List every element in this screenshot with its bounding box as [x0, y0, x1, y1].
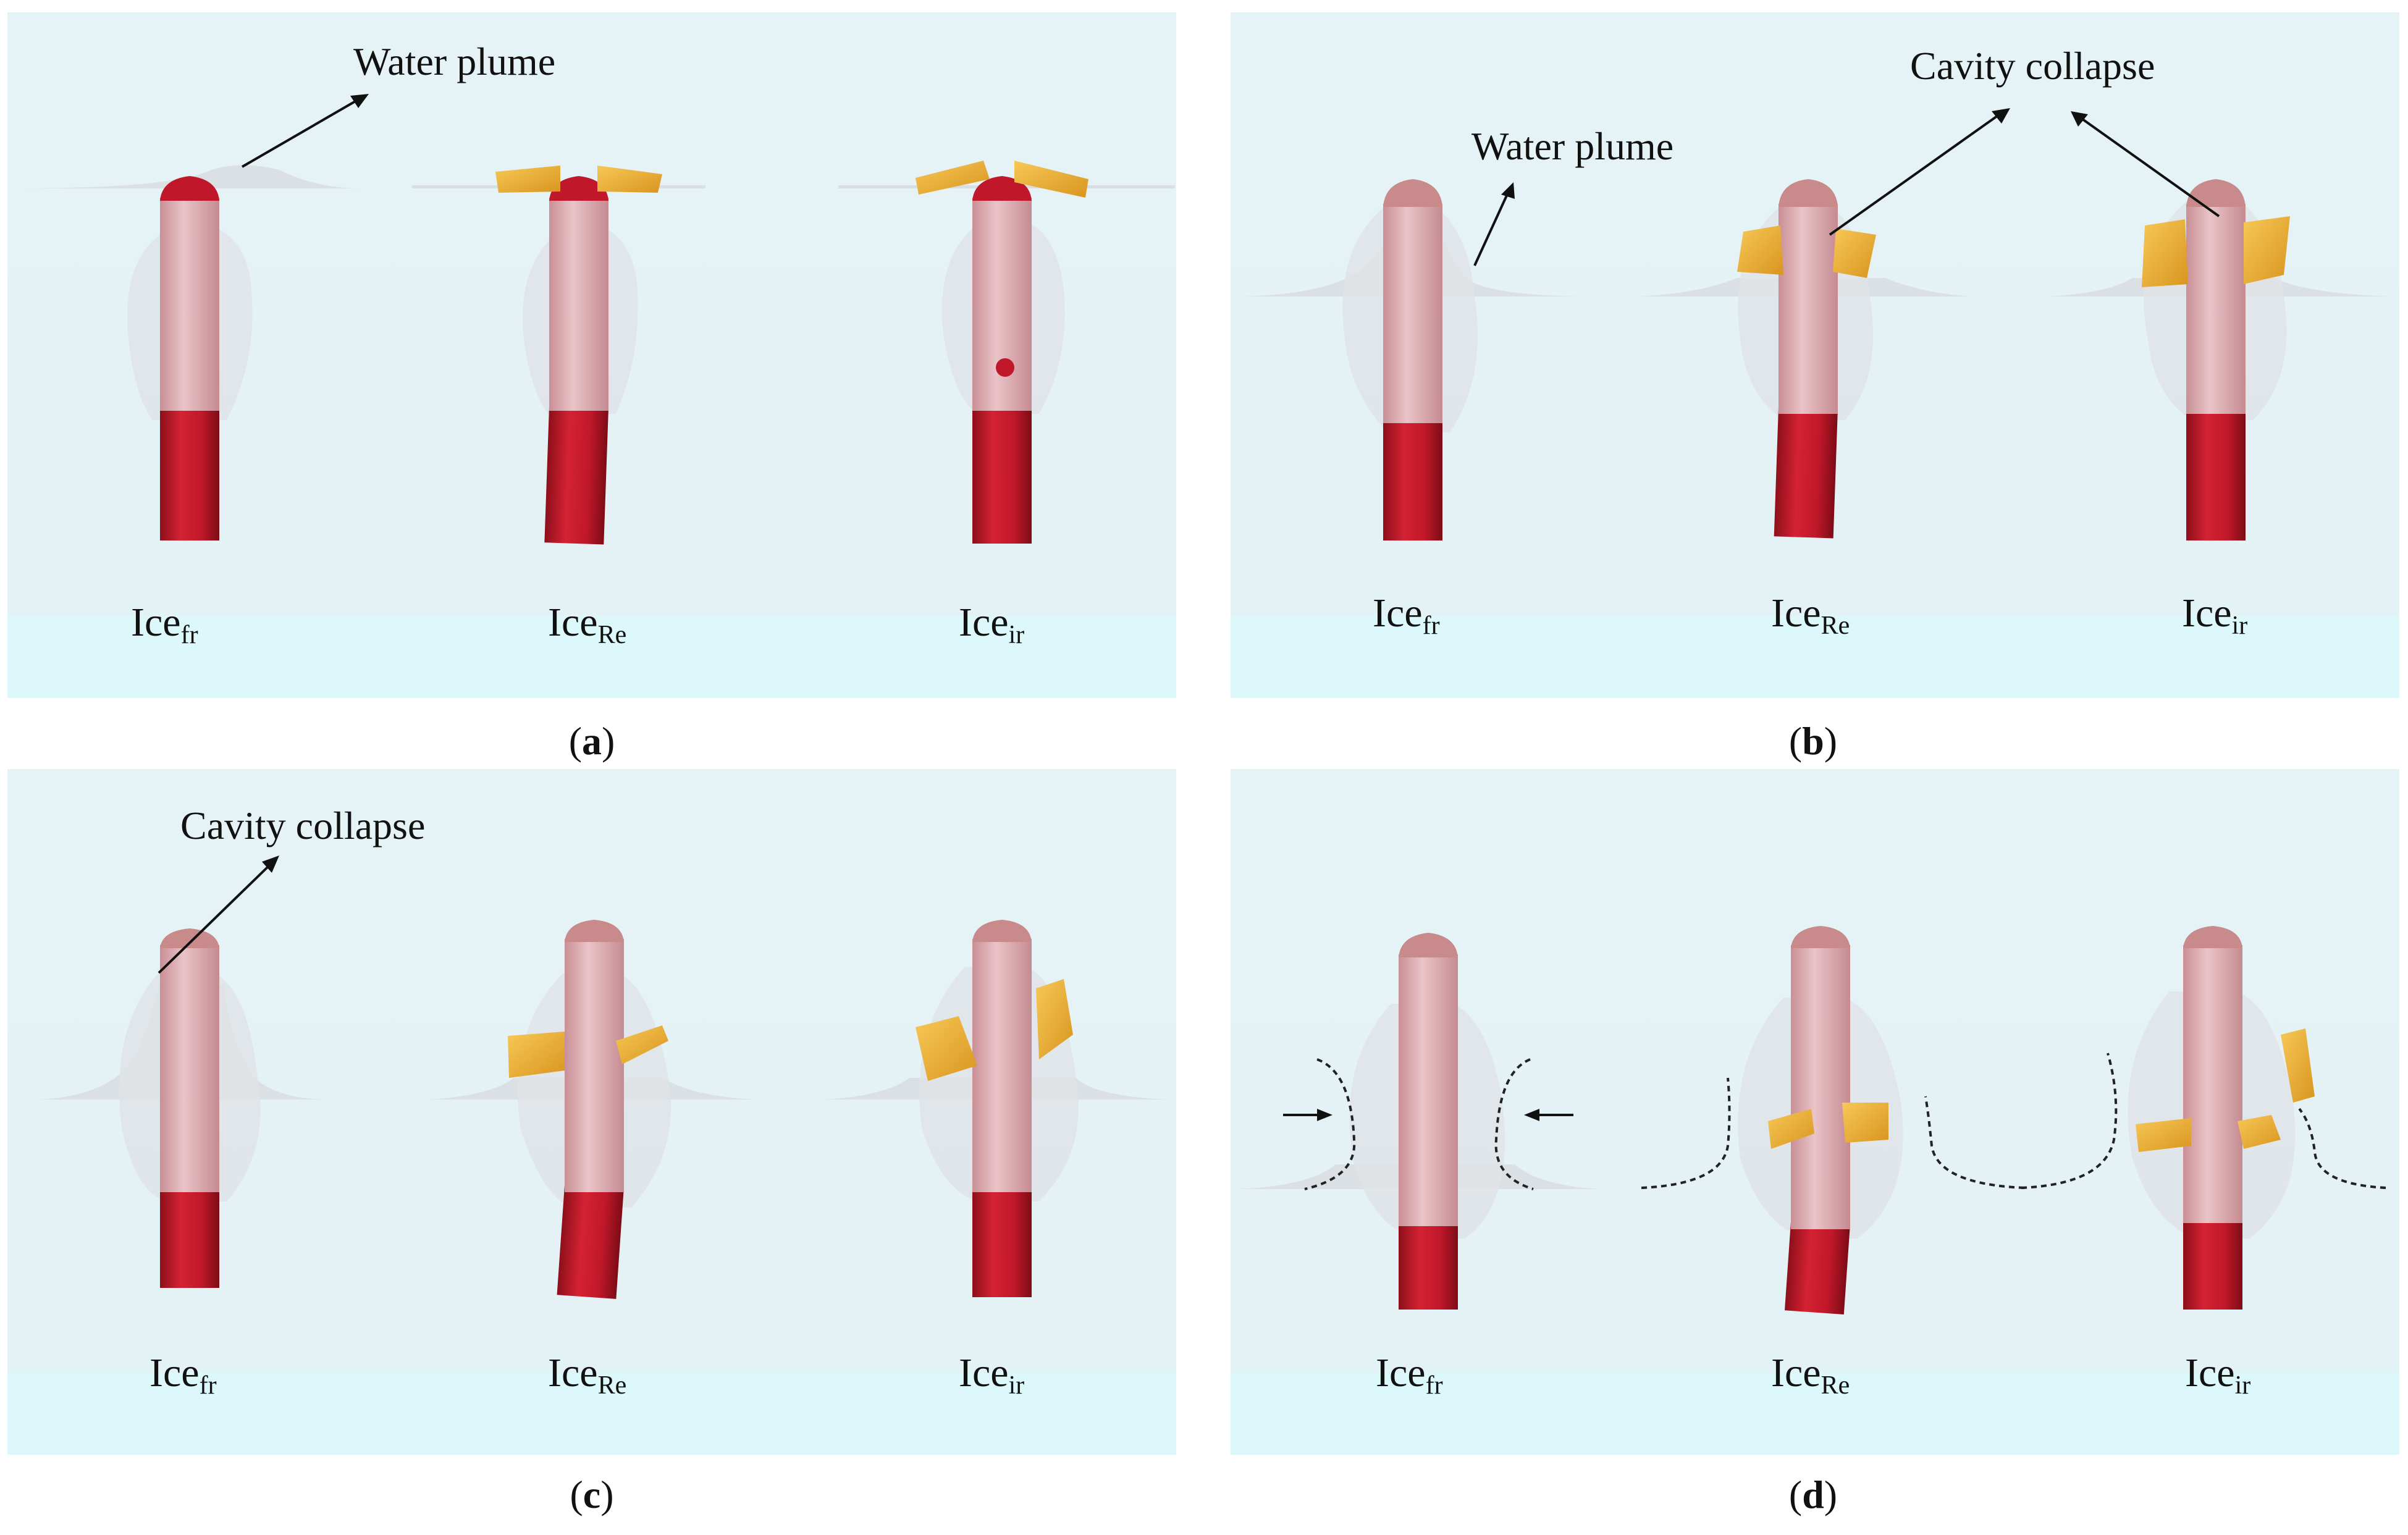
ice-fragment: [2281, 1028, 2315, 1103]
panel-tag-a: (a): [568, 719, 615, 763]
annotation-cavity-collapse: Cavity collapse: [1910, 44, 2155, 88]
projectile: [495, 166, 662, 545]
sample-label: Iceir: [2185, 1350, 2251, 1400]
projectile: [916, 920, 1079, 1297]
panel-tag-c: (c): [570, 1473, 614, 1516]
projectile: [916, 161, 1088, 544]
projectile: [2142, 179, 2290, 540]
annotation-arrow: [1829, 113, 2001, 236]
ice-fragment: [616, 1025, 668, 1064]
ice-fragment: [1036, 979, 1073, 1059]
projectile: [2021, 926, 2386, 1310]
water-surface: [14, 165, 360, 188]
annotation-water-plume: Water plume: [1471, 124, 1674, 168]
projectile: [119, 928, 261, 1288]
boundary-curve: [1924, 1096, 2025, 1189]
sample-label: IceRe: [1771, 591, 1850, 641]
annotation-arrow: [158, 864, 271, 974]
annotation-cavity-collapse: Cavity collapse: [180, 804, 426, 847]
panel-c-scene: [38, 856, 1169, 1299]
sample-label: Iceir: [959, 600, 1025, 650]
projectile: [1737, 179, 1876, 539]
ice-fragment: [508, 1032, 565, 1078]
annotation-arrowhead: [1501, 182, 1515, 199]
sample-label: Iceir: [2182, 591, 2248, 641]
annotation-arrow: [1473, 191, 1510, 266]
sample-label: Icefr: [149, 1350, 217, 1400]
panel-tag-d: (d): [1788, 1473, 1838, 1516]
panel-a: Water plume Icefr IceRe Iceir: [7, 12, 1176, 698]
annotation-arrowhead: [350, 94, 369, 108]
annotation-arrowhead: [1992, 108, 2010, 124]
annotation-water-plume: Water plume: [353, 40, 556, 83]
ice-fragment: [2244, 216, 2290, 284]
ice-fragment: [1842, 1103, 1888, 1143]
annotation-arrowhead: [2071, 111, 2088, 127]
sample-label: Icefr: [131, 600, 198, 650]
arrow-left-head: [1317, 1109, 1332, 1121]
boundary-curve: [2021, 1053, 2118, 1189]
ice-fragment: [1737, 225, 1783, 275]
sample-label: IceRe: [548, 600, 627, 650]
panel-a-scene: [14, 94, 1175, 545]
ice-fragment: [2136, 1118, 2191, 1152]
ice-fragment: [1833, 229, 1876, 278]
ice-fragment: [1768, 1109, 1814, 1149]
sample-label: Iceir: [959, 1350, 1025, 1400]
ice-fragment: [1014, 161, 1088, 198]
projectile: [127, 176, 253, 540]
ice-fragment: [2142, 219, 2188, 287]
projectile: [1283, 933, 1573, 1310]
ice-fragment: [597, 166, 662, 193]
projectile: [508, 920, 671, 1299]
boundary-curve: [1641, 1077, 1731, 1189]
arrow-right-head: [1524, 1109, 1539, 1121]
ice-fragment: [916, 161, 990, 195]
boundary-curve: [2298, 1108, 2386, 1189]
annotation-arrowhead: [262, 856, 279, 873]
sample-label: Icefr: [1373, 591, 1440, 641]
panel-b-scene: [1237, 108, 2392, 540]
panel-b: Water plume Cavity collapse Icefr IceRe …: [1231, 12, 2399, 698]
panel-d-scene: [1231, 769, 2399, 1314]
ice-fragment: [2238, 1115, 2281, 1149]
projectile: [1342, 179, 1478, 540]
panel-tag-b: (b): [1788, 719, 1838, 763]
annotation-arrow: [241, 98, 361, 168]
sample-label: Icefr: [1376, 1350, 1443, 1400]
annotation-arrow: [2079, 116, 2220, 217]
boundary-curve: [1304, 1058, 1356, 1190]
sample-label: IceRe: [548, 1350, 627, 1400]
boundary-curve: [1494, 1058, 1534, 1190]
panel-d: Icefr IceRe Iceir: [1231, 769, 2399, 1455]
panel-c: Cavity collapse Icefr IceRe Iceir: [7, 769, 1176, 1455]
projectile: [1641, 926, 2025, 1314]
ice-fragment: [916, 1016, 977, 1081]
sample-label: IceRe: [1771, 1350, 1850, 1400]
sky-band: [1231, 769, 2399, 905]
ice-fragment: [495, 166, 560, 193]
